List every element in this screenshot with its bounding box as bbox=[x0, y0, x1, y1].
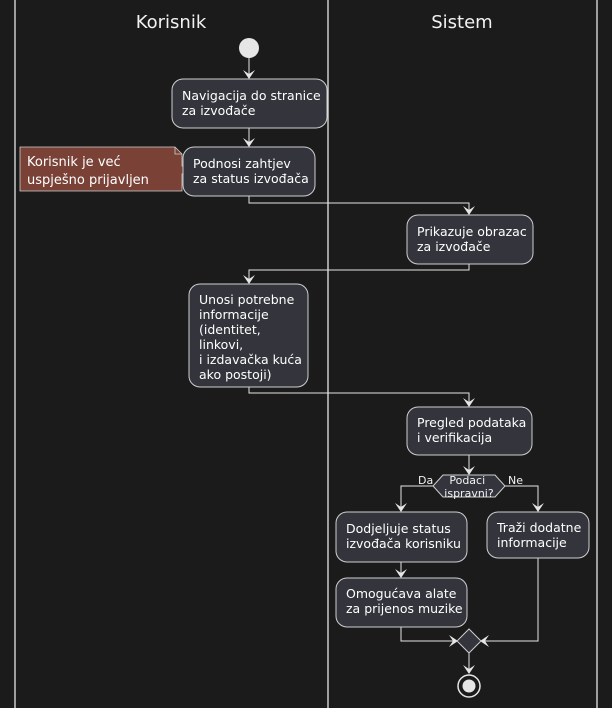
activity-enter-info: Unosi potrebne informacije (identitet, l… bbox=[188, 283, 309, 388]
svg-text:Traži dodatne informacij: Traži dodatne informacije bbox=[496, 520, 585, 550]
note-text: Korisnik je već uspješno prijavljen bbox=[27, 155, 149, 188]
activity-assign-status: Dodjeljuje status izvođača korisniku bbox=[335, 511, 468, 563]
svg-text:Podnosi zahtjev za statu: Podnosi zahtjev za status izvođača bbox=[193, 156, 309, 186]
svg-text:Unosi potrebne informaci: Unosi potrebne informacije (identitet, l… bbox=[199, 292, 306, 382]
decision-no-label: Ne bbox=[508, 474, 523, 487]
svg-text:Podaci ispravni?: Podaci ispravni? bbox=[444, 474, 494, 500]
start-node bbox=[239, 38, 259, 58]
activity-show-form: Prikazuje obrazac za izvođače bbox=[406, 214, 534, 265]
lane-title-sistem: Sistem bbox=[431, 12, 492, 33]
svg-text:Dodjeljuje status izvođa: Dodjeljuje status izvođača korisniku bbox=[346, 521, 461, 551]
activity-request-more-info: Traži dodatne informacije bbox=[486, 511, 590, 559]
activity-enable-tools: Omogućava alate za prijenos muzike bbox=[335, 577, 468, 628]
activity-navigation: Navigacija do stranice za izvođače bbox=[171, 78, 328, 129]
svg-text:Pregled podataka i verif: Pregled podataka i verifikacija bbox=[417, 415, 530, 445]
activity-submit-request: Podnosi zahtjev za status izvođača bbox=[182, 146, 316, 197]
note: Korisnik je već uspješno prijavljen bbox=[19, 146, 191, 192]
lane-title-korisnik: Korisnik bbox=[136, 12, 207, 33]
activity-review: Pregled podataka i verifikacija bbox=[406, 406, 533, 456]
end-node bbox=[457, 674, 481, 698]
svg-text:Omogućava alate za prije: Omogućava alate za prijenos muzike bbox=[346, 586, 463, 616]
decision-data-valid: Podaci ispravni? Da Ne bbox=[418, 474, 523, 500]
decision-yes-label: Da bbox=[418, 474, 433, 487]
merge-node bbox=[456, 628, 482, 654]
flow-lines bbox=[243, 58, 544, 674]
svg-text:Prikazuje obrazac za izv: Prikazuje obrazac za izvođače bbox=[417, 224, 531, 254]
svg-text:Navigacija do stranice z: Navigacija do stranice za izvođače bbox=[182, 88, 325, 118]
